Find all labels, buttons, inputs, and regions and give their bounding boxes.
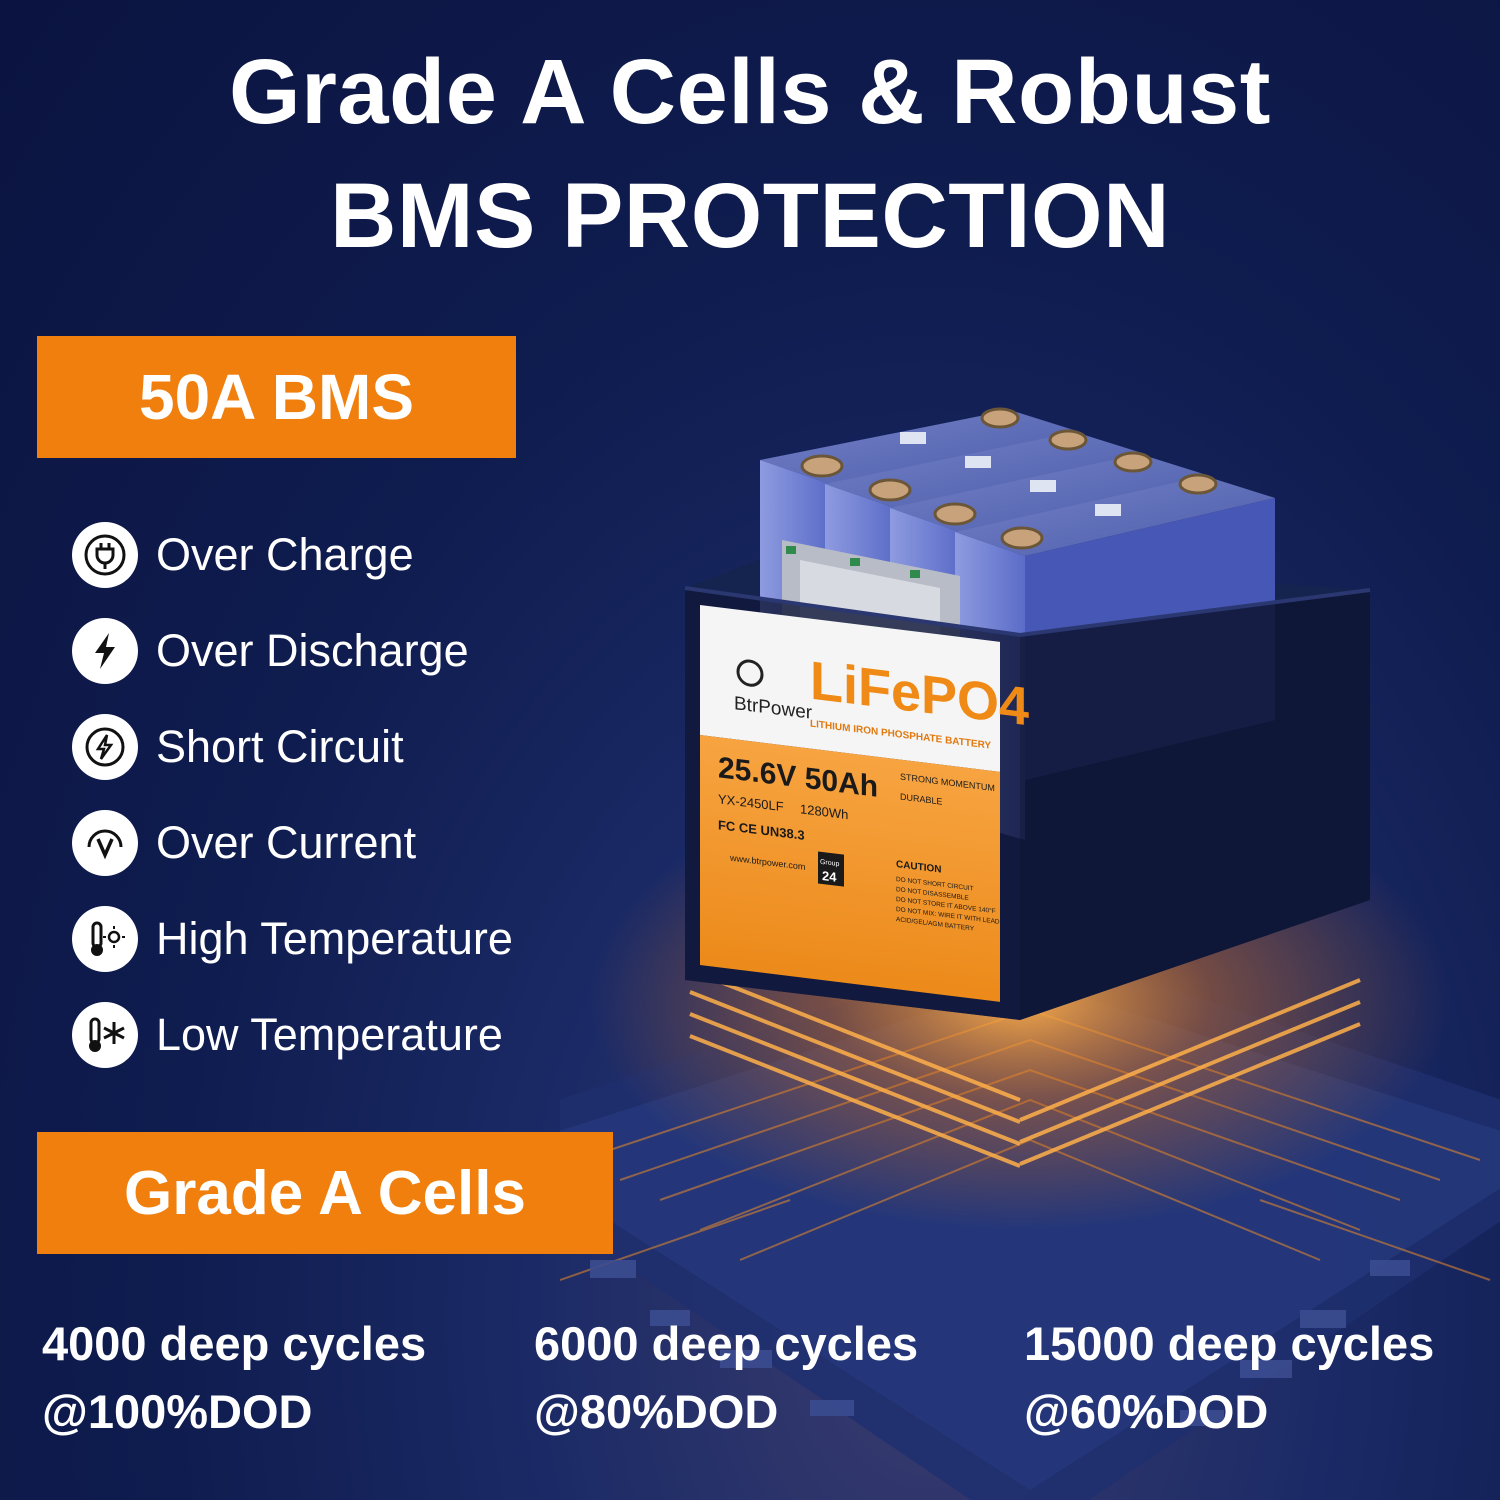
headline-line-1: Grade A Cells & Robust — [229, 41, 1271, 143]
thermometer-sun-icon — [72, 906, 138, 972]
feature-low-temperature: Low Temperature — [72, 1002, 503, 1068]
cycle-spec-80-dod: 6000 deep cycles @80%DOD — [534, 1310, 918, 1446]
feature-label: Short Circuit — [156, 721, 404, 772]
cycle-spec-60-dod: 15000 deep cycles @60%DOD — [1024, 1310, 1434, 1446]
feature-short-circuit: Short Circuit — [72, 714, 404, 780]
lightning-icon — [72, 618, 138, 684]
feature-label: Over Charge — [156, 529, 414, 580]
thermometer-snowflake-icon — [72, 1002, 138, 1068]
brand-logo-icon — [736, 659, 764, 687]
feature-over-discharge: Over Discharge — [72, 618, 469, 684]
cycle-spec-100-dod: 4000 deep cycles @100%DOD — [42, 1310, 426, 1446]
product-label: BtrPower LiFePO4 LITHIUM IRON PHOSPHATE … — [700, 605, 1029, 1002]
feature-label: High Temperature — [156, 913, 513, 964]
plug-icon — [72, 522, 138, 588]
feature-over-charge: Over Charge — [72, 522, 414, 588]
bms-banner: 50A BMS — [37, 336, 516, 458]
short-circuit-icon — [72, 714, 138, 780]
cycle-count: 15000 deep cycles — [1024, 1317, 1435, 1370]
svg-text:Group: Group — [820, 859, 840, 868]
feature-over-current: Over Current — [72, 810, 416, 876]
grade-a-cells-banner: Grade A Cells — [37, 1132, 613, 1254]
cycle-dod: @80%DOD — [534, 1385, 779, 1438]
battery-illustration: BtrPower LiFePO4 LITHIUM IRON PHOSPHATE … — [560, 407, 1500, 1500]
feature-label: Over Discharge — [156, 625, 469, 676]
cycle-dod: @60%DOD — [1024, 1385, 1269, 1438]
feature-label: Over Current — [156, 817, 417, 868]
feature-label: Low Temperature — [156, 1009, 503, 1060]
feature-high-temperature: High Temperature — [72, 906, 513, 972]
cycle-count: 6000 deep cycles — [534, 1317, 919, 1370]
headline-line-2: BMS PROTECTION — [329, 165, 1171, 267]
svg-text:24: 24 — [822, 868, 837, 885]
svg-text:1280Wh: 1280Wh — [800, 801, 848, 822]
cycle-count: 4000 deep cycles — [42, 1317, 427, 1370]
gauge-icon — [72, 810, 138, 876]
cycle-dod: @100%DOD — [42, 1385, 313, 1438]
